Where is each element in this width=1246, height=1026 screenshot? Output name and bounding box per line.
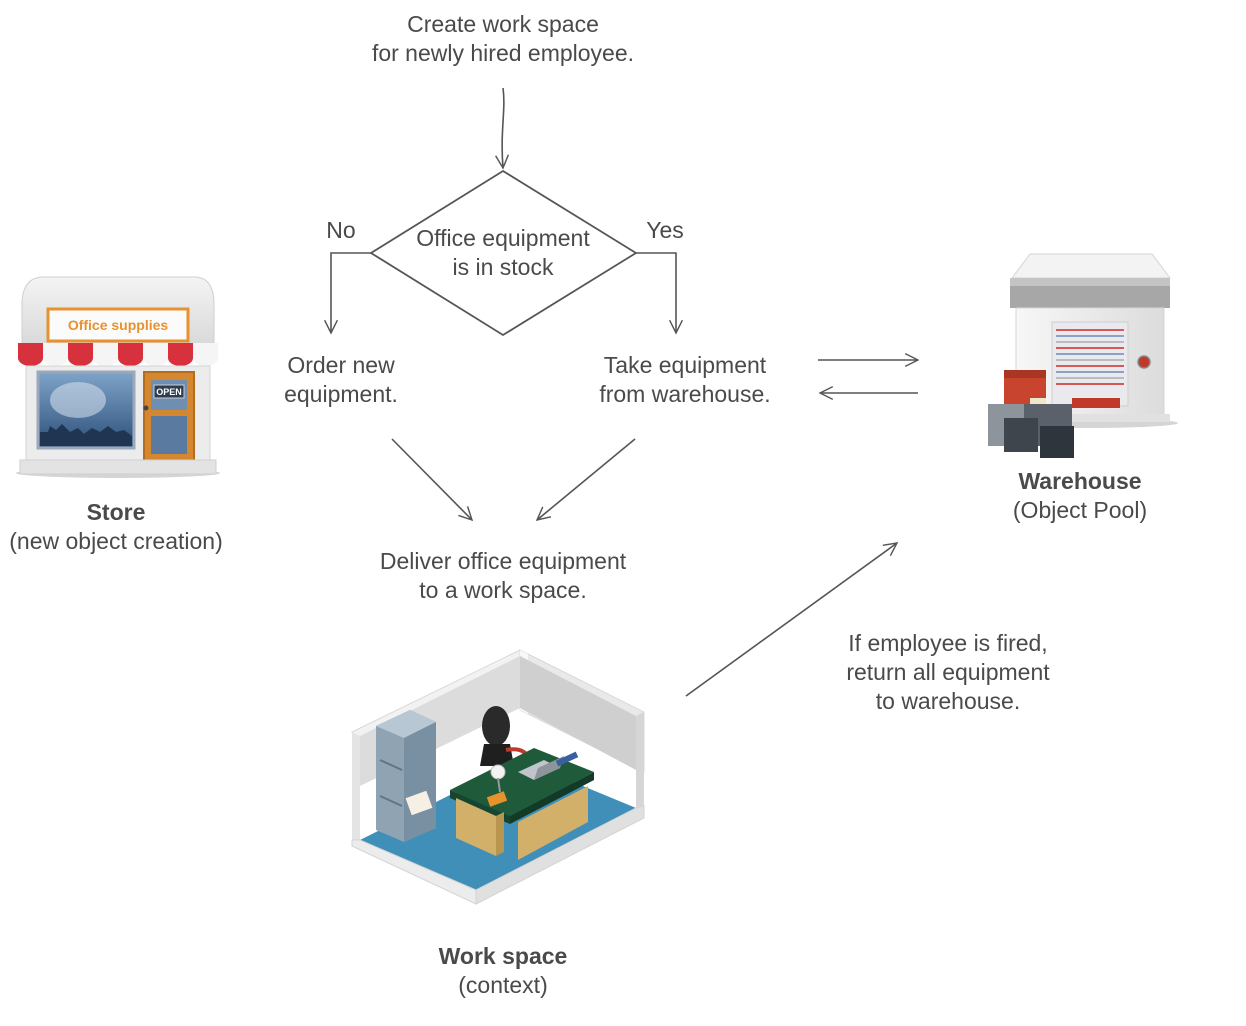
store-subtitle: (new object creation) xyxy=(9,528,223,554)
start-line-1: Create work space xyxy=(407,11,599,37)
workspace-title: Work space xyxy=(439,943,568,969)
deliver-line-2: to a work space. xyxy=(419,577,586,603)
return-line-3: to warehouse. xyxy=(876,688,1020,714)
arrow-yes-branch xyxy=(636,252,684,335)
take-text: Take equipment from warehouse. xyxy=(599,352,770,407)
deliver-line-1: Deliver office equipment xyxy=(380,548,627,574)
decision-line-1: Office equipment xyxy=(416,225,590,251)
workspace-subtitle: (context) xyxy=(458,972,547,998)
order-line-1: Order new xyxy=(287,352,395,378)
arrow-start-to-decision xyxy=(494,87,510,170)
decision-line-2: is in stock xyxy=(453,254,554,280)
store-title: Store xyxy=(87,499,146,525)
return-text: If employee is fired, return all equipme… xyxy=(846,630,1050,714)
deliver-text: Deliver office equipment to a work space… xyxy=(380,548,627,603)
yes-label: Yes xyxy=(646,217,684,243)
order-text: Order new equipment. xyxy=(284,352,398,407)
start-text: Create work space for newly hired employ… xyxy=(372,11,634,66)
arrow-take-to-deliver xyxy=(535,438,636,522)
open-sign-text: OPEN xyxy=(156,387,182,397)
warehouse-title: Warehouse xyxy=(1018,468,1141,494)
warehouse-icon xyxy=(988,253,1178,458)
warehouse-subtitle: (Object Pool) xyxy=(1013,497,1147,523)
take-line-2: from warehouse. xyxy=(599,381,770,407)
no-label: No xyxy=(326,217,355,243)
return-line-2: return all equipment xyxy=(846,659,1050,685)
store-icon: Office supplies OPEN xyxy=(16,276,220,478)
arrow-return-to-warehouse xyxy=(685,542,899,697)
decision-diamond xyxy=(369,169,638,337)
arrow-no-branch xyxy=(323,252,371,335)
return-line-1: If employee is fired, xyxy=(848,630,1047,656)
start-line-2: for newly hired employee. xyxy=(372,40,634,66)
arrow-order-to-deliver xyxy=(391,438,474,522)
take-line-1: Take equipment xyxy=(604,352,767,378)
workspace-icon xyxy=(351,649,645,905)
store-sign-text: Office supplies xyxy=(68,317,169,333)
order-line-2: equipment. xyxy=(284,381,398,407)
store-sign xyxy=(46,307,190,343)
decision-node: Office equipment is in stock xyxy=(369,169,638,337)
